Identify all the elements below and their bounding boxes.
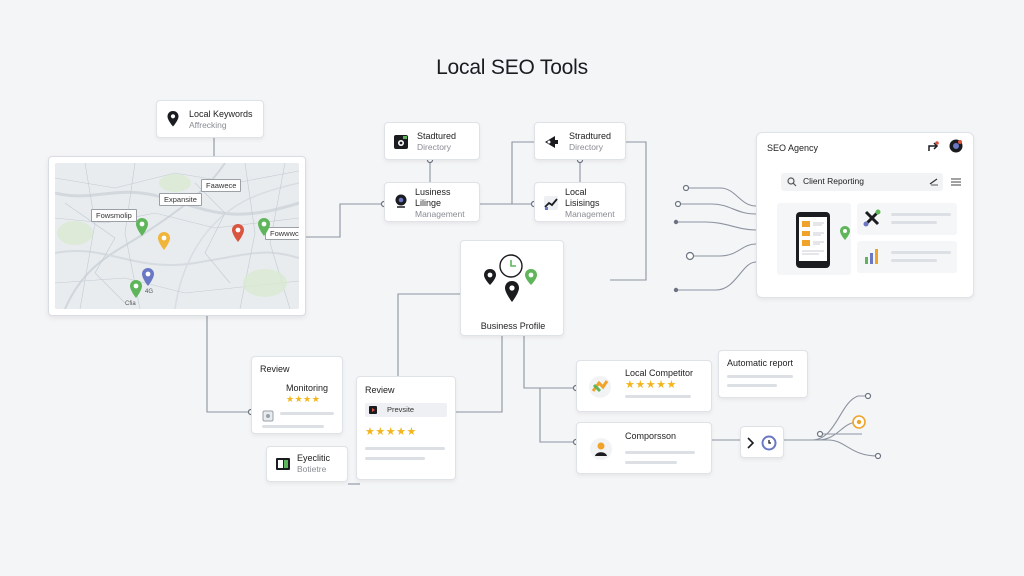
business-listings-line2: Lilinge [415, 198, 442, 208]
local-competitor-title: Local Competitor [625, 368, 694, 378]
business-listings-subtitle: Management [415, 209, 465, 219]
text-line [727, 375, 793, 378]
map-tag[interactable]: Faawece [201, 179, 242, 192]
text-line [280, 412, 334, 415]
review-monitoring-subtitle: Monitoring [286, 383, 329, 393]
text-line [891, 251, 951, 254]
chevron-right-icon[interactable] [747, 437, 755, 449]
map-tag[interactable]: Expansite [159, 193, 202, 206]
structured-directory-subtitle: Directory [417, 142, 452, 152]
text-line [727, 384, 777, 387]
text-line [891, 221, 937, 224]
structured-directory-card[interactable]: Stadtured Directory [384, 122, 480, 160]
map-tag[interactable]: Fowsmolip [91, 209, 137, 222]
map-view[interactable]: Fowsmolip Expansite Faawece Fowwwclop Cf… [55, 163, 299, 309]
review-card-stars: ★★★★★ [365, 426, 417, 438]
review-card[interactable]: Review Prevsite ★★★★★ [356, 376, 456, 480]
megaphone-icon [545, 136, 558, 148]
local-keywords-card[interactable]: Local Keywords Affrecking [156, 100, 264, 138]
map-roads [55, 163, 299, 309]
eyeclitic-card[interactable]: Eyeclitic Botietre [266, 446, 348, 482]
structured-directory-right-subtitle: Directory [569, 142, 604, 152]
business-profile-label: Business Profile [480, 321, 546, 331]
text-line [891, 259, 937, 262]
eyeclitic-title: Eyeclitic [297, 453, 331, 463]
client-reporting-search[interactable]: Client Reporting [781, 173, 943, 191]
map-pin-green-icon[interactable] [135, 217, 149, 237]
review-monitoring-card[interactable]: Review Monitoring ★★★★ [251, 356, 343, 434]
structured-directory-card-right[interactable]: Stradtured Directory [534, 122, 626, 160]
map-pin-blue-icon[interactable] [141, 267, 155, 287]
review-card-field[interactable]: Prevsite [365, 403, 447, 417]
timer-icon [852, 415, 866, 429]
seo-agency-title: SEO Agency [767, 143, 819, 153]
play-icon [369, 406, 377, 414]
business-listings-title: Lusiness [415, 187, 451, 197]
network-icon [863, 209, 881, 227]
menu-icon[interactable] [951, 178, 961, 186]
bar-chart-icon [865, 249, 878, 264]
business-listings-card[interactable]: Lusiness Lilinge Management [384, 182, 480, 222]
review-monitoring-title: Review [260, 364, 290, 374]
business-profile-pins-icon [484, 254, 537, 302]
agency-chart-card[interactable] [857, 241, 957, 273]
user-avatar-icon[interactable] [949, 139, 963, 153]
comparison-card[interactable]: Comporsson [576, 422, 712, 474]
text-line [625, 461, 677, 464]
text-line [365, 447, 445, 450]
document-icon [276, 458, 290, 470]
structured-directory-right-title: Stradtured [569, 131, 612, 141]
search-icon [787, 177, 797, 187]
directory-icon [394, 135, 408, 149]
business-profile-card[interactable]: Business Profile [460, 240, 564, 336]
location-pin-icon [167, 111, 179, 127]
map-pin-green-icon[interactable] [257, 217, 271, 237]
local-keywords-title: Local Keywords [189, 109, 253, 119]
report-schedule-node[interactable] [740, 426, 784, 458]
local-listings-title: Local [565, 187, 587, 197]
text-line [262, 425, 324, 428]
report-preview-panel[interactable] [777, 203, 851, 275]
trend-chart-icon [544, 196, 558, 210]
local-competitor-stars: ★★★★★ [625, 379, 677, 391]
local-keywords-subtitle: Affrecking [189, 120, 227, 130]
pin-green-icon [840, 226, 850, 240]
monitor-icon [262, 410, 274, 422]
pen-icon[interactable] [929, 178, 939, 186]
agency-stat-card[interactable] [857, 203, 957, 235]
map-pin-red-icon[interactable] [231, 223, 245, 243]
text-line [891, 213, 951, 216]
local-listings-line2: Lisisings [565, 198, 600, 208]
map-pin-green-icon[interactable] [129, 279, 143, 299]
review-card-field-text: Prevsite [387, 405, 415, 414]
share-icon[interactable] [927, 141, 939, 153]
text-line [625, 451, 695, 454]
review-monitoring-stars: ★★★★ [286, 394, 321, 404]
seo-agency-panel[interactable]: SEO Agency Client Reporting [756, 132, 974, 298]
map-small-label: Cfia [125, 301, 136, 307]
review-card-title: Review [365, 385, 395, 395]
text-line [365, 457, 425, 460]
person-icon [590, 438, 612, 460]
local-listings-subtitle: Management [565, 209, 615, 219]
map-panel[interactable]: Fowsmolip Expansite Faawece Fowwwclop Cf… [48, 156, 306, 316]
comparison-title: Comporsson [625, 431, 677, 441]
automatic-report-card[interactable]: Automatic report [718, 350, 808, 398]
text-line [625, 395, 691, 398]
clock-icon [761, 435, 777, 451]
page-title: Local SEO Tools [436, 56, 588, 79]
phone-report-icon [796, 212, 830, 268]
client-reporting-text: Client Reporting [803, 176, 864, 186]
location-target-icon [395, 194, 407, 208]
competitor-icon [589, 376, 611, 398]
local-listings-card[interactable]: Local Lisisings Management [534, 182, 626, 222]
map-small-label: 4G [145, 289, 154, 295]
local-competitor-card[interactable]: Local Competitor ★★★★★ [576, 360, 712, 412]
structured-directory-title: Stadtured [417, 131, 457, 141]
eyeclitic-subtitle: Botietre [297, 464, 327, 474]
automatic-report-title: Automatic report [727, 358, 794, 368]
map-pin-orange-icon[interactable] [157, 231, 171, 251]
